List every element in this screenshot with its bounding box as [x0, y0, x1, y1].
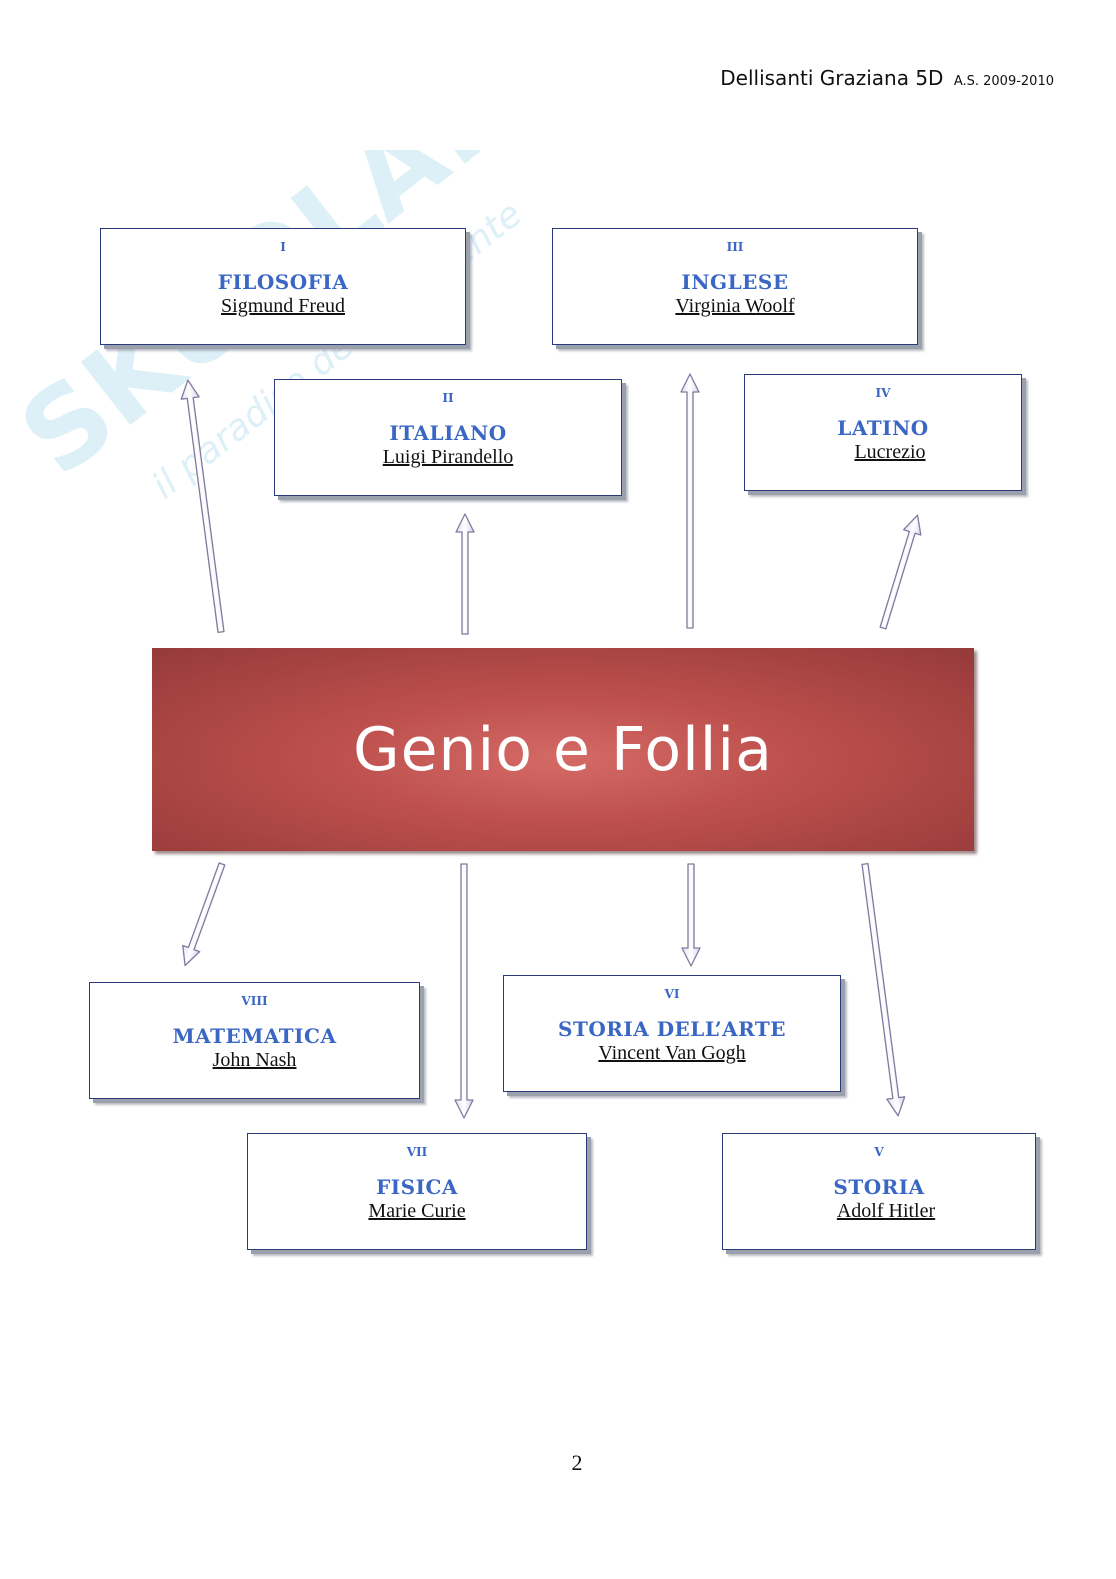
author-label: Dellisanti Graziana 5D [720, 66, 944, 90]
box-storia: V STORIA Adolf Hitler [722, 1133, 1036, 1250]
arrow-to-storia-arte [681, 863, 701, 967]
arrow-to-inglese [680, 373, 700, 629]
box-number: IV [875, 386, 891, 400]
box-italiano: II ITALIANO Luigi Pirandello [274, 379, 622, 496]
person-label: Lucrezio [854, 441, 926, 463]
subject-label: STORIA [833, 1175, 925, 1199]
subject-label: INGLESE [681, 270, 789, 294]
box-number: VII [406, 1145, 428, 1159]
person-label: Luigi Pirandello [382, 446, 514, 468]
arrow-to-latino [879, 514, 922, 630]
central-title: Genio e Follia [353, 714, 773, 785]
arrow-to-fisica [454, 863, 474, 1119]
box-latino: IV LATINO Lucrezio [744, 374, 1022, 491]
box-filosofia: I FILOSOFIA Sigmund Freud [100, 228, 466, 345]
central-topic: Genio e Follia [152, 648, 974, 851]
box-matematica: VIII MATEMATICA John Nash [89, 982, 420, 1099]
box-number: II [442, 391, 454, 405]
box-number: I [280, 240, 286, 254]
person-label: Vincent Van Gogh [598, 1042, 746, 1064]
subject-label: MATEMATICA [172, 1024, 337, 1048]
school-year-label: A.S. 2009-2010 [953, 74, 1054, 89]
arrow-to-storia [861, 862, 906, 1117]
subject-label: ITALIANO [389, 421, 507, 445]
page-header: Dellisanti Graziana 5D A.S. 2009-2010 [720, 66, 1054, 90]
box-number: III [726, 240, 744, 254]
box-fisica: VII FISICA Marie Curie [247, 1133, 587, 1250]
page-number: 2 [571, 1450, 583, 1475]
subject-label: STORIA DELL’ARTE [558, 1017, 786, 1041]
arrow-to-italiano [455, 513, 475, 635]
subject-label: FILOSOFIA [217, 270, 349, 294]
arrow-to-matematica [182, 862, 226, 967]
subject-label: FISICA [376, 1175, 458, 1199]
box-number: V [874, 1145, 884, 1159]
arrow-to-filosofia [180, 379, 225, 634]
person-label: Marie Curie [368, 1200, 466, 1222]
person-label: John Nash [212, 1049, 297, 1071]
box-number: VIII [241, 994, 268, 1008]
subject-label: LATINO [837, 416, 929, 440]
box-number: VI [664, 987, 680, 1001]
person-label: Adolf Hitler [836, 1200, 936, 1222]
box-storia-arte: VI STORIA DELL’ARTE Vincent Van Gogh [503, 975, 841, 1092]
person-label: Sigmund Freud [221, 295, 345, 317]
box-inglese: III INGLESE Virginia Woolf [552, 228, 918, 345]
person-label: Virginia Woolf [675, 295, 795, 317]
